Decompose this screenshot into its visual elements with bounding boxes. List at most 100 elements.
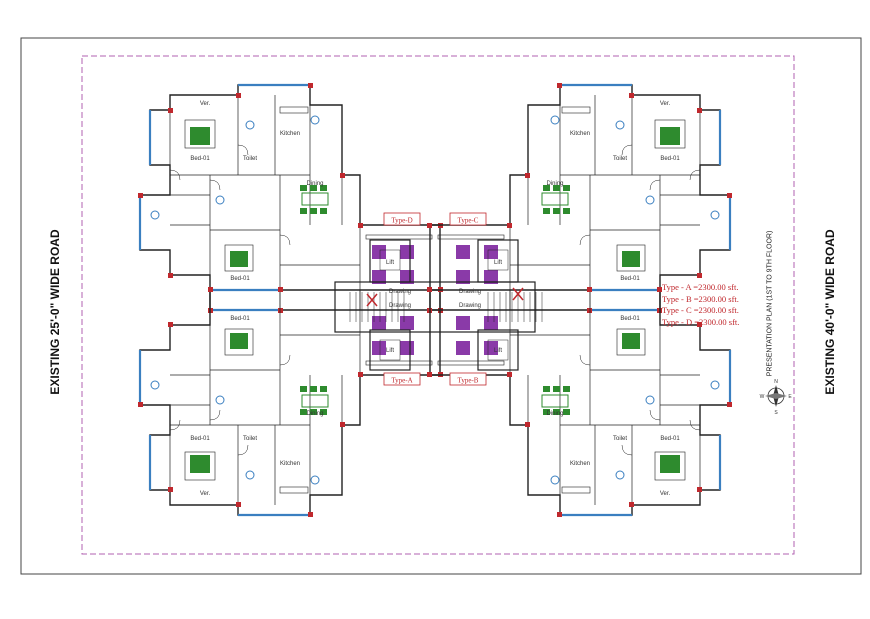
column-marker [168,487,173,492]
room-label-toilet: Toilet [243,156,257,162]
dining-chair [310,185,317,191]
toilet-fixture [215,195,225,205]
stair-mark [512,287,524,301]
column-marker [340,173,345,178]
lift-shaft [477,239,519,283]
apartment-group: Bed-01DiningDrawingKitchenBed-01ToiletVe… [138,83,732,517]
dining-chair [320,386,327,392]
room-label-toilet: Toilet [613,156,627,162]
toilet-fixture [245,470,255,480]
dining-table [541,394,569,408]
bed-frame [616,328,646,356]
column-marker [168,108,173,113]
room-label-toilet: Toilet [243,436,257,442]
lobby-corridor [334,281,536,333]
bed-frame [224,328,254,356]
unit-type-tag-box [383,372,421,386]
column-marker [308,83,313,88]
unit-type-tag: Type-A [383,372,421,386]
stair-mark [366,293,378,307]
sofa-icon [400,245,414,259]
room-label-drawing: Drawing [389,289,411,295]
column-marker [507,372,512,377]
presentation-plan-label: PRESENTATION PLAN (1ST TO 9TH FLOOR) [766,230,774,377]
unit-type-tag-box [449,372,487,386]
bed-frame [616,244,646,272]
room-label-veranda: Ver. [200,101,211,107]
room-label-bed: Bed-01 [190,156,210,162]
bed-icon [190,455,210,473]
sofa-icon [484,245,498,259]
room-label-veranda: Ver. [200,491,211,497]
bed-icon [622,251,640,267]
unit-type-tag-text: Type-C [458,217,479,225]
room-label-bed: Bed-01 [660,436,680,442]
dining-chair [320,409,327,415]
dining-chair [543,386,550,392]
toilet-fixture [615,470,625,480]
lift-shaft [369,329,411,371]
column-marker [358,223,363,228]
door-swing [169,419,181,431]
sofa-icon [456,245,470,259]
dining-table [301,394,329,408]
sofa-back [437,234,505,240]
toilet-fixture [310,115,320,125]
column-marker [697,322,702,327]
compass-letter-s: S [774,410,778,416]
bed-frame [654,119,686,149]
room-label-dining: Dining [306,181,323,187]
unit-outline [139,289,441,516]
room-label-bed: Bed-01 [660,156,680,162]
toilet-fixture [215,395,225,405]
dining-chair [563,386,570,392]
dining-chair [310,208,317,214]
toilet-fixture [615,120,625,130]
column-marker [657,287,662,292]
lift-shaft [477,329,519,371]
apartment-unit-2: Bed-01DiningDrawingKitchenBed-01ToiletVe… [138,287,443,517]
compass-letter-e: E [788,394,792,400]
sofa-icon [456,316,470,330]
bed-icon [660,455,680,473]
column-marker [236,93,241,98]
door-swing [279,234,291,246]
sofa-back [437,360,505,366]
compass-letter-w: W [760,394,765,400]
column-marker [629,93,634,98]
toilet-fixture [310,475,320,485]
sofa-icon [372,245,386,259]
lift-car [379,249,401,271]
bed-frame [184,451,216,481]
kitchen-counter [561,106,591,114]
road-label-right: EXISTING 40'-0" WIDE ROAD [823,229,837,395]
column-marker [427,287,432,292]
dining-chair [553,208,560,214]
property-boundary [81,55,795,555]
room-label-kitchen: Kitchen [570,461,590,467]
room-label-dining: Dining [546,181,563,187]
unit-type-tag: Type-C [449,212,487,226]
lift-label: Lift [386,348,394,354]
unit-outline [429,84,731,311]
toilet-fixture [150,380,160,390]
dining-chair [553,386,560,392]
room-label-kitchen: Kitchen [570,131,590,137]
unit-type-tag-text: Type-A [391,377,412,385]
sofa-icon [400,341,414,355]
column-marker [138,402,143,407]
room-label-bed: Bed-01 [620,316,640,322]
dining-chair [543,409,550,415]
room-label-kitchen: Kitchen [280,131,300,137]
column-marker [138,193,143,198]
dining-chair [300,409,307,415]
dining-chair [310,386,317,392]
dining-table [301,192,329,206]
legend-item-type-b: Type - B =2300.00 sft. [662,293,739,304]
column-marker [168,322,173,327]
door-swing [209,179,221,191]
toilet-fixture [645,195,655,205]
compass-letter-n: N [774,379,778,385]
dining-table [541,192,569,206]
